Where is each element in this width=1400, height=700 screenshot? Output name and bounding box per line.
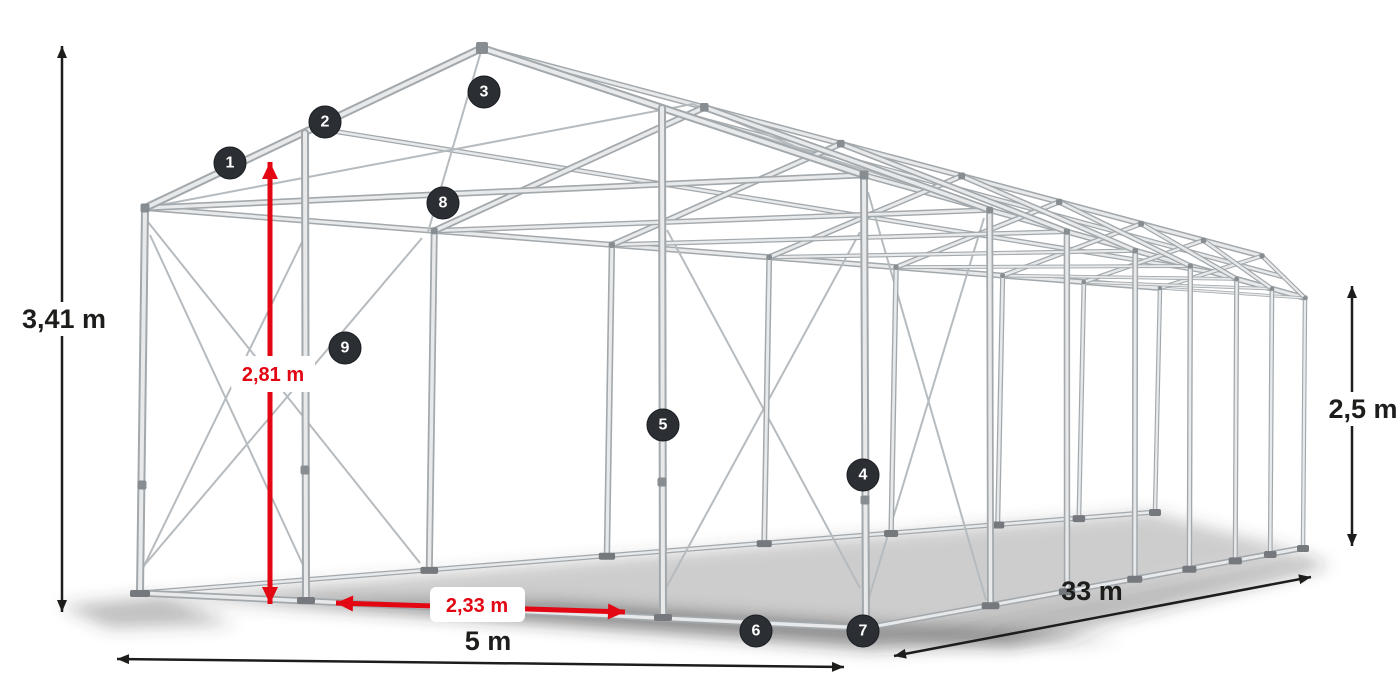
svg-text:1: 1 bbox=[226, 155, 235, 172]
svg-text:2: 2 bbox=[321, 114, 330, 131]
svg-text:4: 4 bbox=[859, 467, 868, 484]
svg-text:7: 7 bbox=[859, 623, 868, 640]
callout-9: 9 bbox=[328, 331, 362, 365]
passage-height-label: 2,81 m bbox=[242, 364, 304, 386]
dimension-length: 33 m bbox=[893, 574, 1312, 659]
width-label: 5 m bbox=[465, 626, 512, 656]
dimension-passage-width: 2,33 m bbox=[335, 587, 626, 622]
svg-text:6: 6 bbox=[752, 623, 761, 640]
callout-2: 2 bbox=[308, 105, 342, 139]
callout-3: 3 bbox=[467, 75, 501, 109]
callout-7: 7 bbox=[846, 614, 880, 648]
callout-8: 8 bbox=[426, 186, 460, 220]
dimension-side-height: 2,5 m bbox=[1318, 286, 1400, 546]
side-height-label: 2,5 m bbox=[1328, 394, 1397, 424]
total-height-label: 3,41 m bbox=[22, 304, 106, 334]
dimension-total-height: 3,41 m bbox=[14, 46, 114, 612]
passage-width-label-box bbox=[430, 587, 525, 622]
svg-text:9: 9 bbox=[341, 340, 350, 357]
callout-6: 6 bbox=[739, 614, 773, 648]
dimension-width: 5 m bbox=[116, 626, 845, 672]
callout-4: 4 bbox=[846, 458, 880, 492]
tent-frame bbox=[130, 42, 1309, 632]
passage-width-label: 2,33 m bbox=[446, 595, 508, 617]
svg-text:8: 8 bbox=[439, 195, 448, 212]
svg-text:5: 5 bbox=[659, 417, 668, 434]
svg-text:3: 3 bbox=[480, 84, 489, 101]
callout-5: 5 bbox=[646, 408, 680, 442]
dimension-passage-height: 2,81 m bbox=[231, 162, 315, 604]
callout-1: 1 bbox=[213, 146, 247, 180]
length-label: 33 m bbox=[1061, 576, 1123, 606]
passage-height-label-box bbox=[231, 356, 315, 392]
